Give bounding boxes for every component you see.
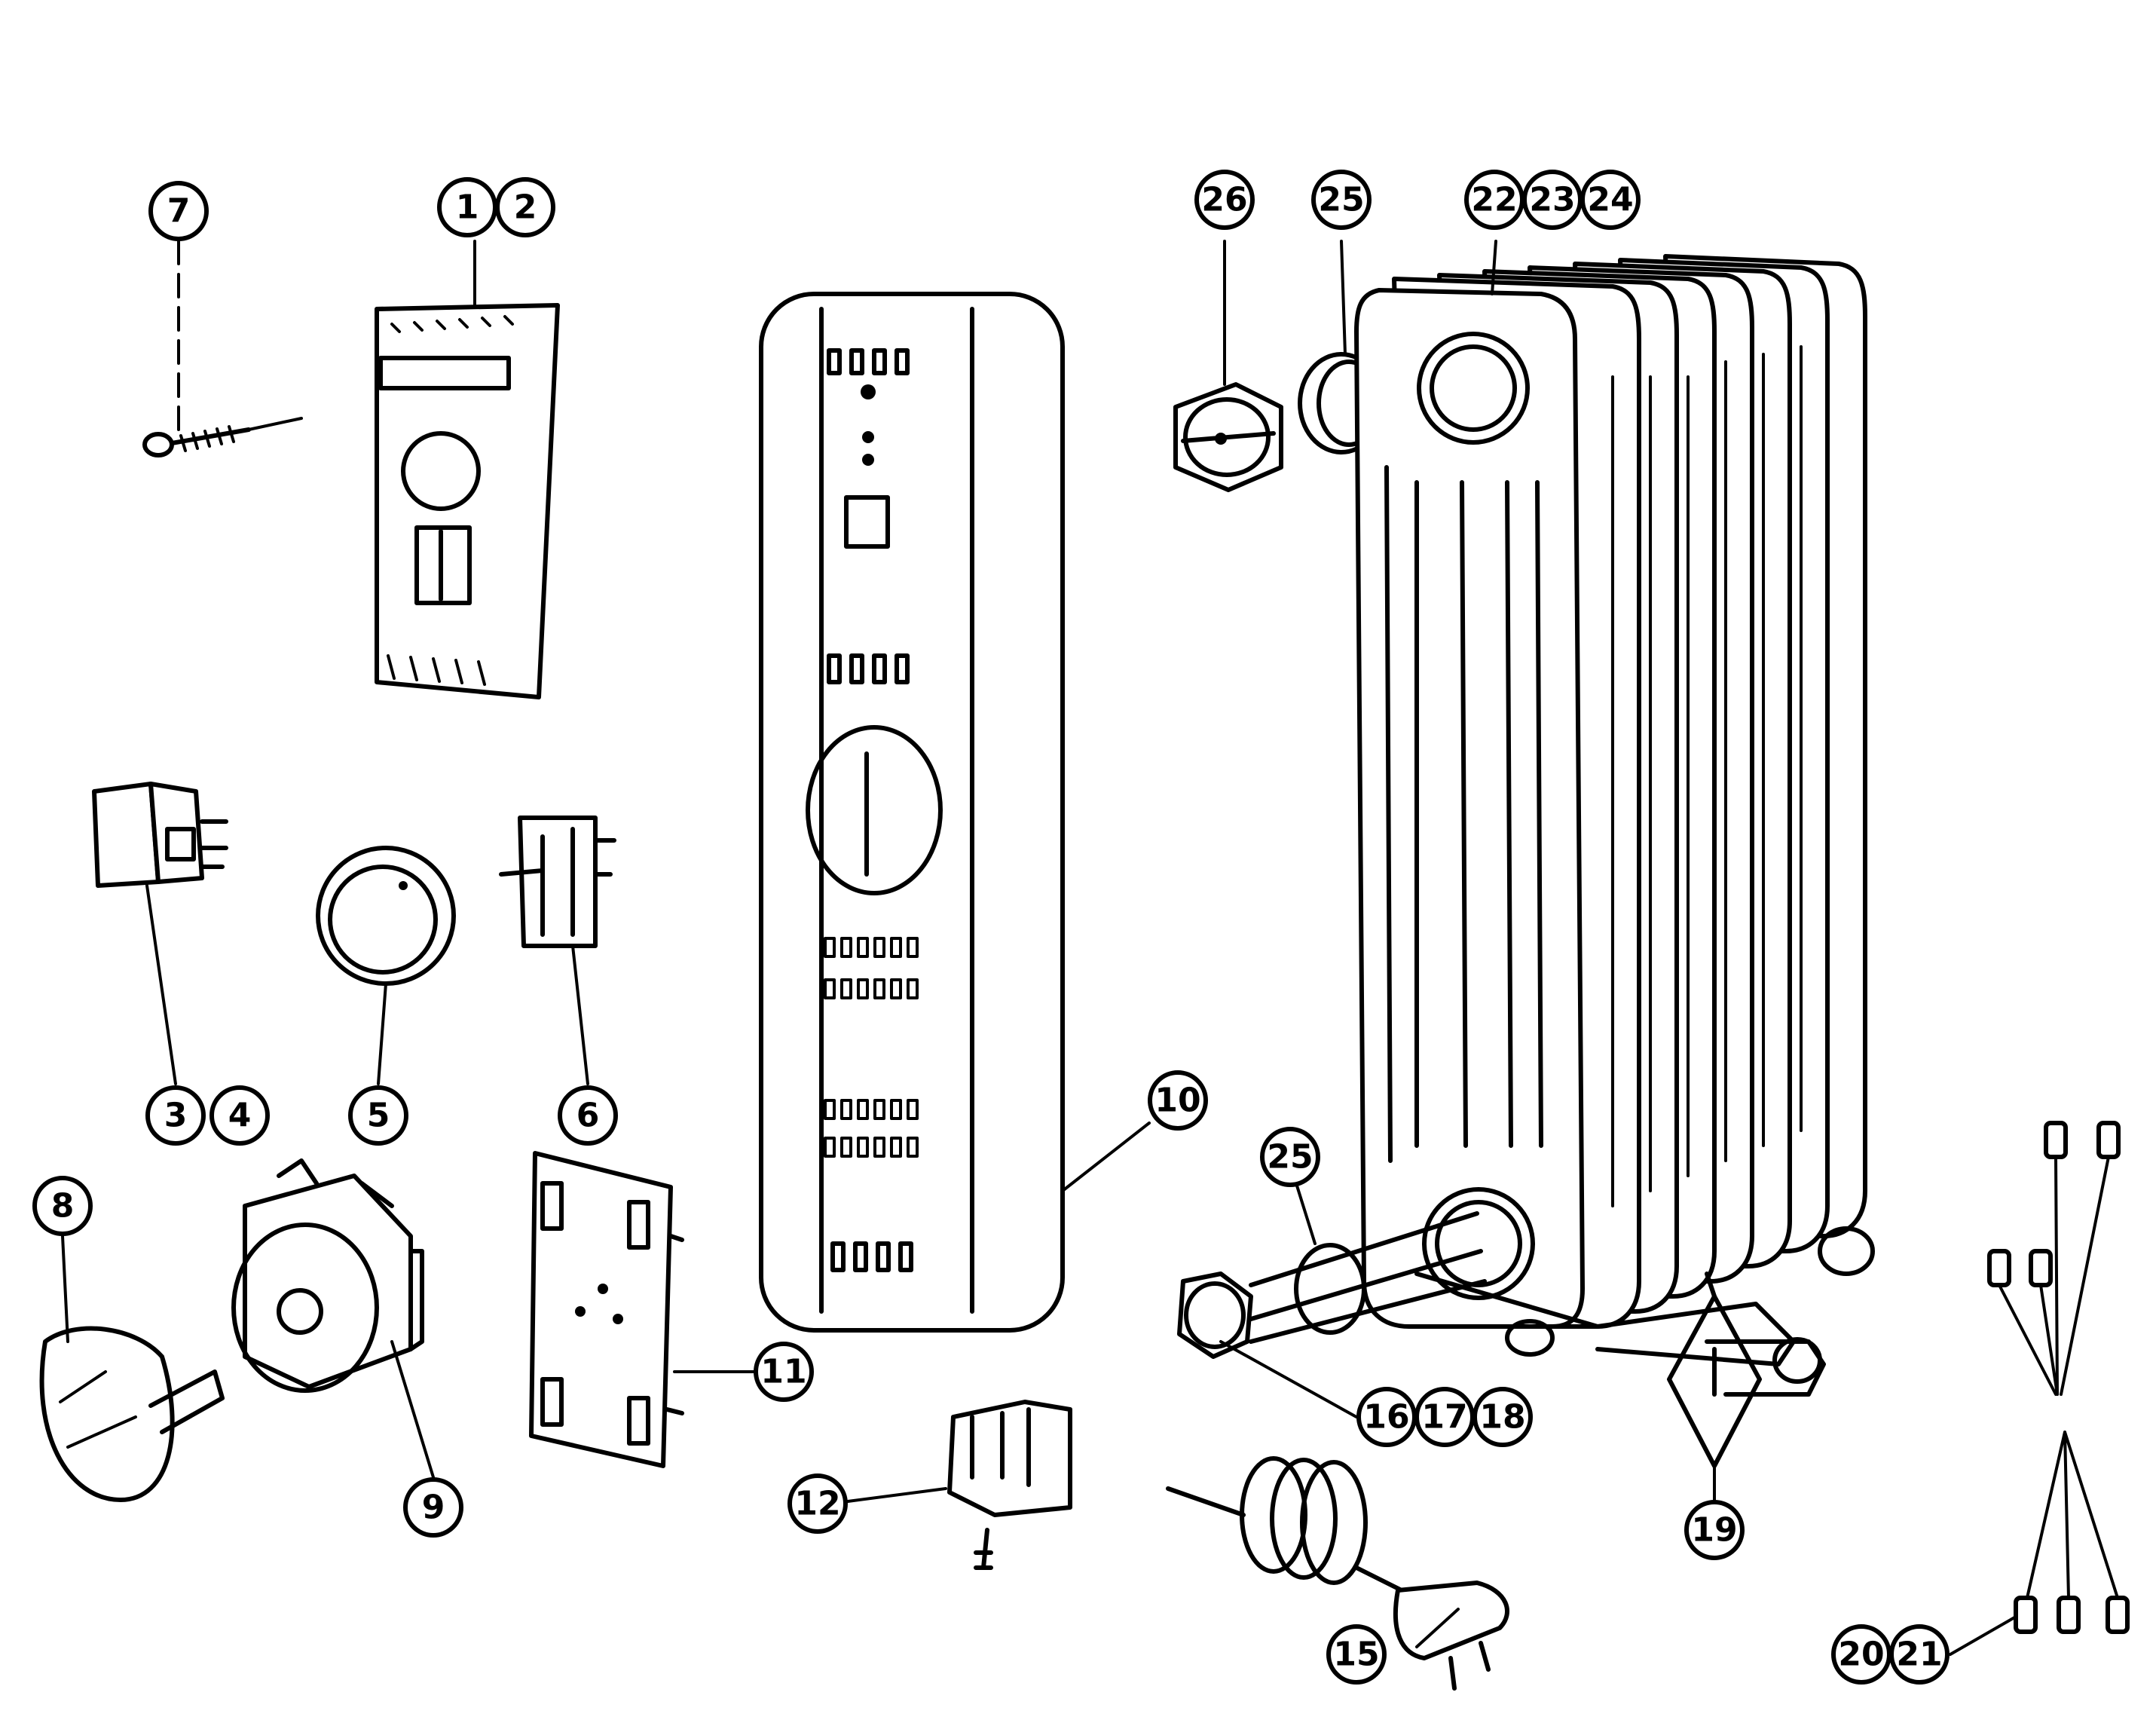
callout-26: 26 <box>1194 170 1255 230</box>
callout-20: 20 <box>1831 1624 1891 1685</box>
callout-9-label: 9 <box>422 1489 445 1527</box>
callout-8: 8 <box>32 1176 93 1236</box>
callout-7: 7 <box>148 181 209 241</box>
callout-12-label: 12 <box>794 1485 840 1523</box>
part-screw <box>142 417 303 457</box>
callout-2-label: 2 <box>514 188 537 227</box>
callout-5-label: 5 <box>367 1097 390 1135</box>
callout-7-label: 7 <box>167 192 191 231</box>
housing-vents-lower <box>824 937 919 1272</box>
part-front-cover <box>375 303 560 699</box>
part-knob-skirt <box>39 1326 225 1502</box>
callout-16: 16 <box>1356 1387 1417 1447</box>
callout-25-bottom-label: 25 <box>1267 1138 1313 1177</box>
callout-25-top-label: 25 <box>1318 181 1364 219</box>
part-timer-assembly <box>231 1158 424 1393</box>
callout-9: 9 <box>403 1477 463 1538</box>
callout-1: 1 <box>437 177 497 237</box>
part-filler-plug <box>1173 382 1283 492</box>
callout-11-label: 11 <box>760 1353 806 1391</box>
callout-26-label: 26 <box>1201 181 1247 219</box>
callout-20-label: 20 <box>1838 1636 1884 1674</box>
callout-17-label: 17 <box>1421 1398 1467 1437</box>
part-control-housing <box>759 292 1065 1333</box>
callout-21: 21 <box>1889 1624 1950 1685</box>
part-terminal-block <box>947 1400 1072 1570</box>
callout-15: 15 <box>1326 1624 1387 1685</box>
callout-22: 22 <box>1464 170 1524 230</box>
callout-6-label: 6 <box>576 1097 600 1135</box>
callout-1-label: 1 <box>456 188 479 227</box>
callout-12: 12 <box>787 1473 848 1534</box>
callout-5: 5 <box>348 1085 408 1146</box>
callout-15-label: 15 <box>1333 1636 1379 1674</box>
callout-18: 18 <box>1473 1387 1533 1447</box>
part-rear-plate <box>529 1151 684 1468</box>
callout-11: 11 <box>754 1342 814 1402</box>
callout-23-label: 23 <box>1529 181 1575 219</box>
part-knob <box>316 846 456 986</box>
part-radiator-body <box>1354 254 1875 1384</box>
callout-8-label: 8 <box>51 1187 75 1226</box>
callout-22-label: 22 <box>1471 181 1517 219</box>
callout-21-label: 21 <box>1896 1636 1942 1674</box>
callout-18-label: 18 <box>1479 1398 1525 1437</box>
callout-2: 2 <box>495 177 555 237</box>
part-heating-element <box>1177 1211 1487 1359</box>
callout-23: 23 <box>1522 170 1583 230</box>
callout-16-label: 16 <box>1363 1398 1409 1437</box>
callout-10-label: 10 <box>1154 1082 1200 1120</box>
callout-3: 3 <box>145 1085 206 1146</box>
callout-10: 10 <box>1148 1070 1208 1131</box>
callout-17: 17 <box>1414 1387 1475 1447</box>
part-rocker-switch <box>92 782 228 888</box>
callout-24: 24 <box>1580 170 1641 230</box>
callout-25-bottom: 25 <box>1260 1127 1320 1187</box>
housing-vents-middle <box>827 653 910 684</box>
callout-6: 6 <box>558 1085 618 1146</box>
callout-19-label: 19 <box>1691 1511 1737 1550</box>
part-wire-harness <box>1987 1121 2130 1634</box>
callout-4: 4 <box>209 1085 270 1146</box>
part-foot-bracket <box>1667 1272 1826 1468</box>
callout-19: 19 <box>1684 1500 1745 1560</box>
callout-4-label: 4 <box>228 1097 252 1135</box>
part-thermostat <box>499 816 616 948</box>
callout-25-top: 25 <box>1311 170 1372 230</box>
callout-24-label: 24 <box>1587 181 1633 219</box>
callout-3-label: 3 <box>164 1097 188 1135</box>
housing-vents-top <box>827 348 910 549</box>
